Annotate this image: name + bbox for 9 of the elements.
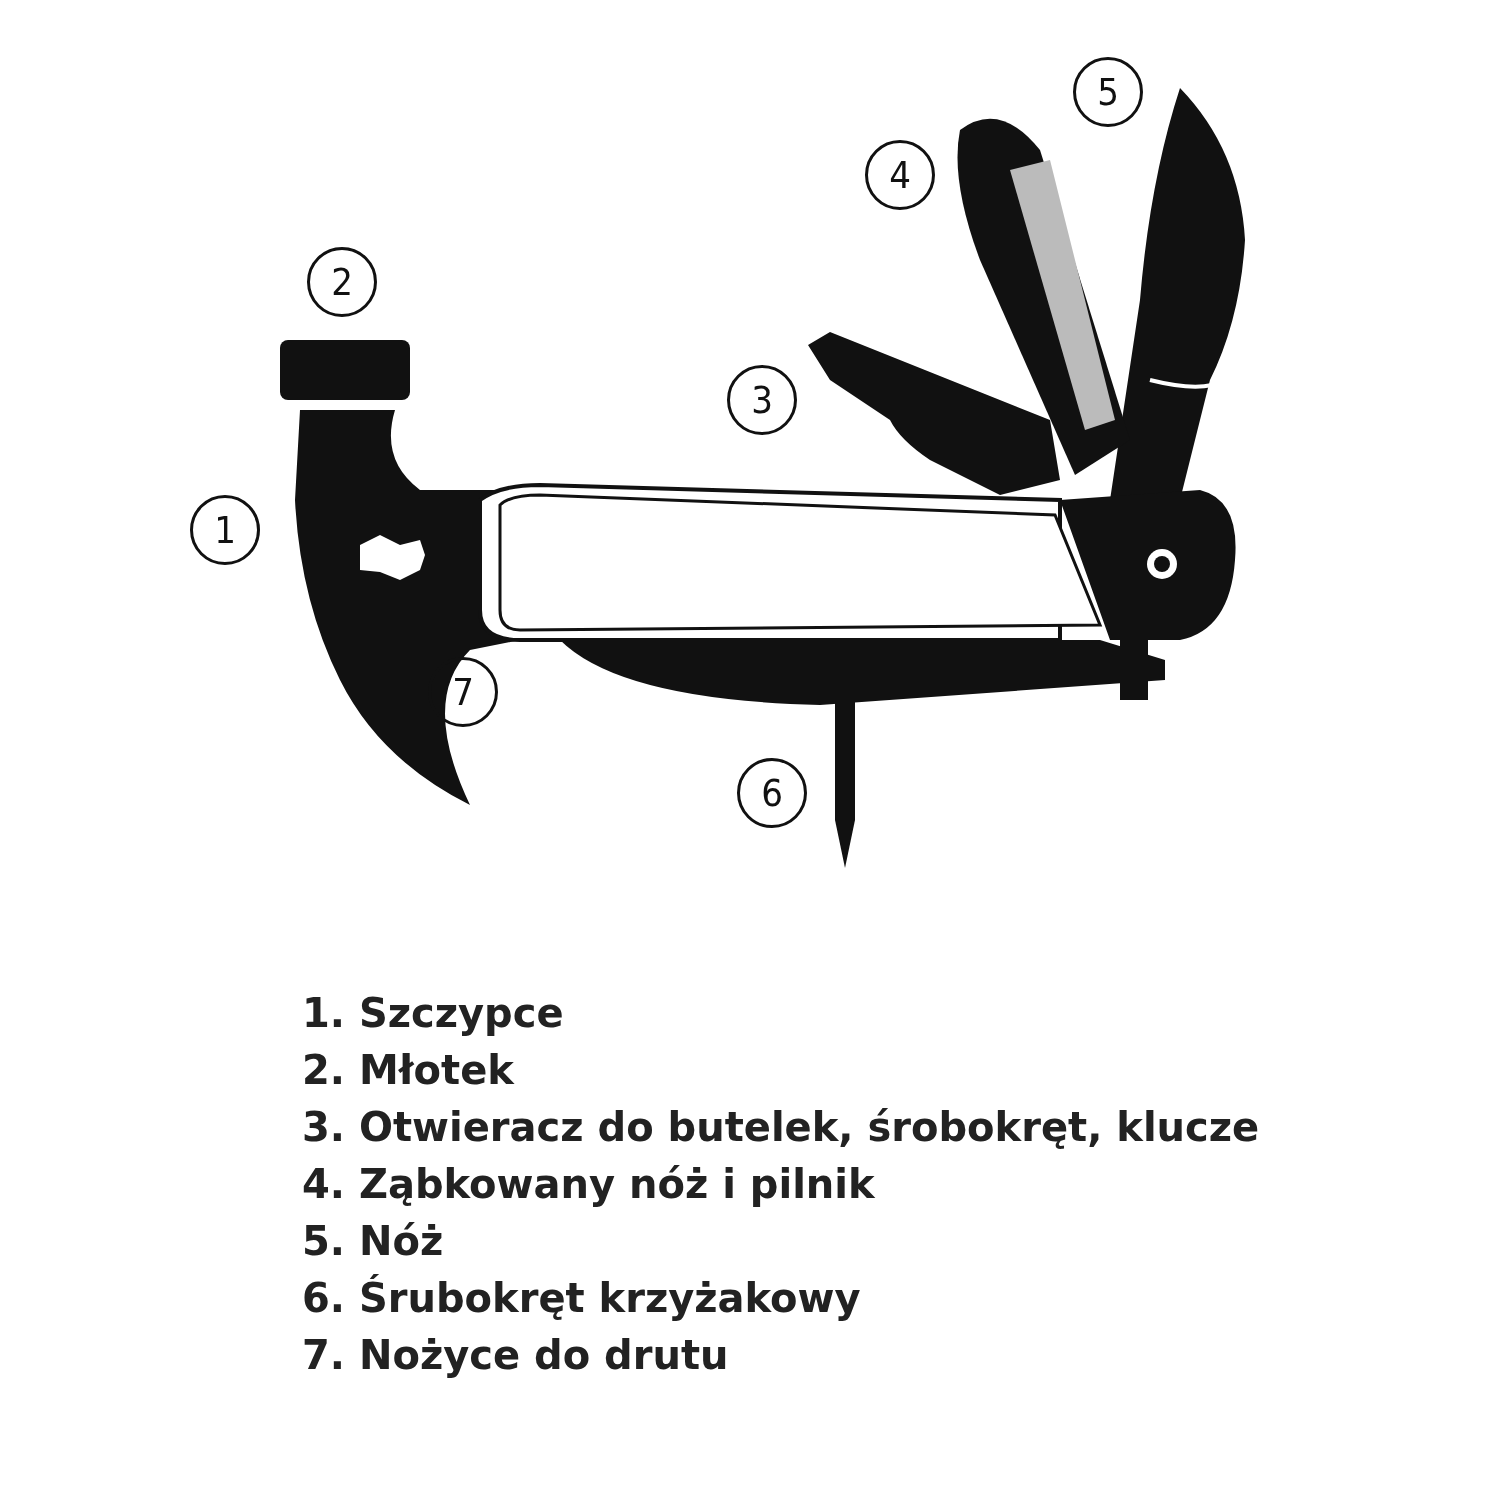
callout-number: 1 <box>190 495 260 565</box>
parts-list-item: 3. Otwieracz do butelek, śrobokręt, klucze <box>302 1107 1260 1147</box>
parts-list-item: 2. Młotek <box>302 1050 514 1090</box>
callout-number: 4 <box>865 140 935 210</box>
callout-number: 6 <box>737 758 807 828</box>
callout-number: 5 <box>1073 57 1143 127</box>
callout-number: 2 <box>307 247 377 317</box>
callout-number: 3 <box>727 365 797 435</box>
parts-list-item: 5. Nóż <box>302 1221 444 1261</box>
